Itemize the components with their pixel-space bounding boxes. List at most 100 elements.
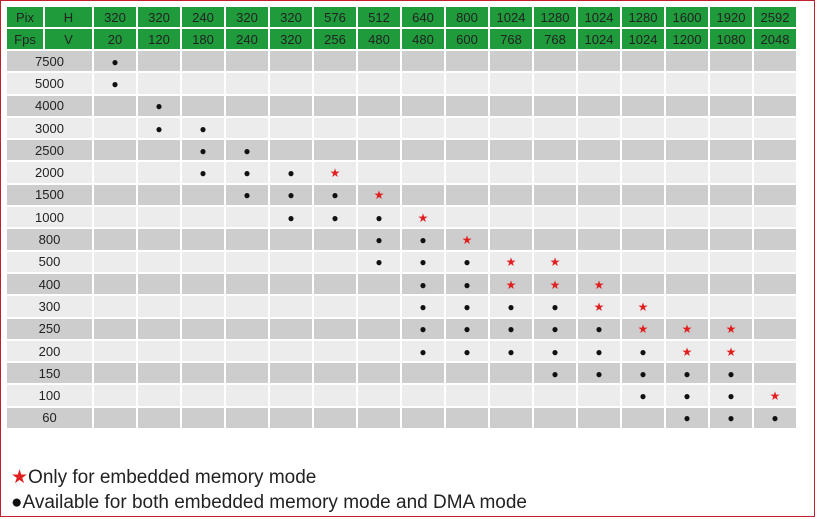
table-cell: ● <box>358 207 400 228</box>
table-cell <box>182 296 224 317</box>
dot-icon: ● <box>111 54 119 69</box>
header-pix-label: Pix <box>7 7 43 27</box>
table-cell: ● <box>446 296 488 317</box>
table-row: 150●●●●● <box>7 363 796 384</box>
table-row: 3000●● <box>7 117 796 139</box>
table-cell <box>578 73 620 94</box>
table-cell: ● <box>534 340 576 362</box>
header-h-value: 800 <box>446 7 488 27</box>
table-cell <box>94 318 136 339</box>
table-cell <box>314 385 356 406</box>
table-row: 60●●● <box>7 407 796 429</box>
dot-icon: ● <box>771 411 779 426</box>
table-cell <box>490 95 532 116</box>
table-cell <box>490 363 532 384</box>
table-cell <box>622 251 664 272</box>
table-row: 100●●●★ <box>7 385 796 406</box>
table-cell <box>358 162 400 183</box>
table-cell <box>490 73 532 94</box>
table-cell <box>534 162 576 183</box>
table-cell <box>138 251 180 272</box>
dot-icon: ● <box>375 210 383 225</box>
table-cell <box>358 140 400 161</box>
table-cell <box>358 363 400 384</box>
fps-label: 4000 <box>7 95 92 116</box>
table-cell <box>666 162 708 183</box>
table-cell <box>666 140 708 161</box>
table-cell <box>402 51 444 72</box>
dot-icon: ● <box>639 389 647 404</box>
table-cell <box>226 51 268 72</box>
table-cell: ● <box>182 162 224 183</box>
table-cell <box>754 363 796 384</box>
dot-icon: ● <box>419 344 427 359</box>
table-cell <box>94 117 136 139</box>
table-cell <box>534 140 576 161</box>
table-cell <box>446 117 488 139</box>
dot-icon: ● <box>463 255 471 270</box>
table-cell <box>358 73 400 94</box>
dot-icon: ● <box>243 188 251 203</box>
table-cell <box>710 184 752 206</box>
header-v-value: 1200 <box>666 29 708 49</box>
table-cell <box>314 407 356 429</box>
table-cell <box>138 184 180 206</box>
table-cell <box>138 273 180 295</box>
table-cell <box>182 207 224 228</box>
dot-icon: ● <box>199 121 207 136</box>
table-cell <box>226 117 268 139</box>
table-cell <box>754 229 796 250</box>
table-cell <box>710 251 752 272</box>
table-cell <box>402 95 444 116</box>
header-h-label: H <box>45 7 92 27</box>
table-cell: ● <box>490 318 532 339</box>
fps-label: 250 <box>7 318 92 339</box>
table-cell: ● <box>358 251 400 272</box>
table-cell <box>578 162 620 183</box>
table-cell <box>710 229 752 250</box>
table-cell <box>402 407 444 429</box>
dot-icon: ● <box>727 389 735 404</box>
table-cell <box>94 162 136 183</box>
table-cell <box>138 407 180 429</box>
table-cell: ● <box>490 340 532 362</box>
table-cell <box>534 229 576 250</box>
table-cell <box>138 162 180 183</box>
table-cell <box>94 207 136 228</box>
dot-icon: ● <box>331 188 339 203</box>
table-cell: ★ <box>314 162 356 183</box>
table-cell <box>754 340 796 362</box>
table-cell <box>94 140 136 161</box>
header-h-value: 320 <box>270 7 312 27</box>
table-cell <box>754 251 796 272</box>
table-cell <box>490 162 532 183</box>
star-icon: ★ <box>417 210 429 225</box>
table-cell <box>314 340 356 362</box>
table-cell <box>710 273 752 295</box>
header-v-value: 1024 <box>578 29 620 49</box>
table-cell: ● <box>666 363 708 384</box>
table-cell <box>358 407 400 429</box>
header-h-value: 1920 <box>710 7 752 27</box>
dot-icon: ● <box>507 344 515 359</box>
table-cell <box>138 51 180 72</box>
table-cell <box>182 184 224 206</box>
legend-dot-row: ●Available for both embedded memory mode… <box>11 490 527 515</box>
table-cell <box>490 385 532 406</box>
table-cell <box>578 140 620 161</box>
table-cell: ● <box>226 162 268 183</box>
table-cell <box>270 73 312 94</box>
table-cell <box>490 229 532 250</box>
star-icon: ★ <box>769 389 781 404</box>
table-cell <box>402 363 444 384</box>
header-h-value: 640 <box>402 7 444 27</box>
table-cell <box>314 229 356 250</box>
table-cell <box>270 251 312 272</box>
table-cell <box>226 340 268 362</box>
table-cell <box>446 385 488 406</box>
table-cell <box>94 385 136 406</box>
table-cell <box>314 296 356 317</box>
fps-label: 400 <box>7 273 92 295</box>
header-h-value: 576 <box>314 7 356 27</box>
table-cell <box>270 229 312 250</box>
